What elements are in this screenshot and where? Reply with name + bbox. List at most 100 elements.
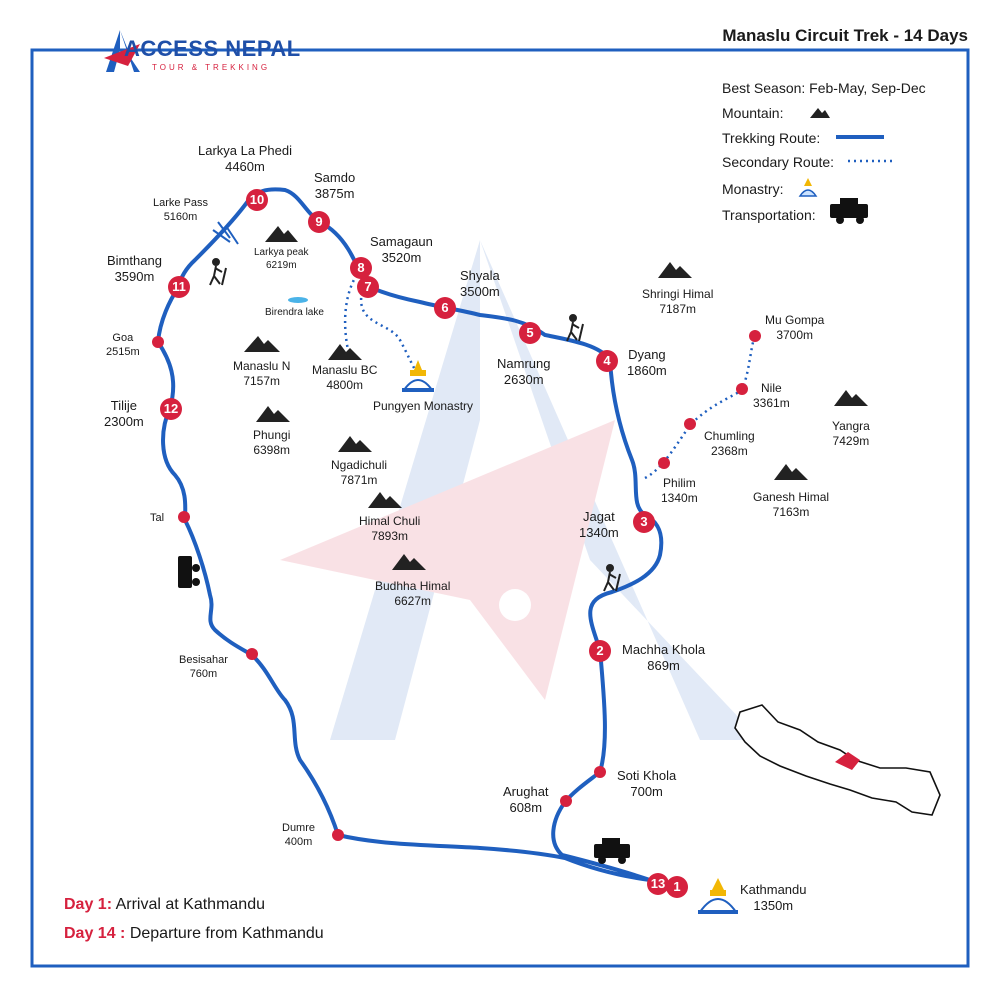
page-title: Manaslu Circuit Trek - 14 Days [722, 26, 968, 45]
logo: ACCESS NEPAL TOUR & TREKKING [106, 28, 300, 78]
stop-11-pin: 11 [168, 276, 190, 298]
logo-tagline: TOUR & TREKKING [152, 63, 271, 72]
stop-9-pin: 9 [308, 211, 330, 233]
stop-7-pin: 7 [357, 276, 379, 298]
logo-mark [104, 30, 140, 72]
stop-8-pin: 8 [350, 257, 372, 279]
arughat-dot [560, 795, 572, 807]
mountain-icon [392, 554, 426, 570]
legend-trekking-route: Trekking Route: [722, 130, 821, 146]
nile-dot [736, 383, 748, 395]
stop-4-pin: 4 [596, 350, 618, 372]
itinerary-day-14: Day 14 : Departure from Kathmandu [64, 925, 324, 942]
stop-1-pin: 1 [666, 876, 688, 898]
legend-mountain-icon [810, 108, 830, 118]
soti-khola-dot [594, 766, 606, 778]
stop-5-pin: 5 [519, 322, 541, 344]
mu-gompa-dot [749, 330, 761, 342]
itinerary-day-1: Day 1: Arrival at Kathmandu [64, 896, 265, 913]
mountain-icon [834, 390, 868, 406]
trekking-route [155, 187, 669, 890]
jeep-icon-legend [830, 198, 868, 224]
legend-season: Best Season: Feb-May, Sep-Dec [722, 80, 926, 96]
jeep-icon-tal [178, 556, 200, 588]
besisahar-dot [246, 648, 258, 660]
dumre-dot [332, 829, 344, 841]
mountain-icon [368, 492, 402, 508]
chumling-dot [684, 418, 696, 430]
stupa-icon-kathmandu [698, 878, 738, 914]
label-birendra-lake: Birendra lake [265, 307, 324, 318]
hiker-icon [566, 314, 584, 342]
label-tal: Tal [150, 512, 165, 524]
stop-2-pin: 2 [589, 640, 611, 662]
mountain-icon [658, 262, 692, 278]
mountain-icon [338, 436, 372, 452]
map-frame [30, 48, 970, 968]
mountain-icons [244, 226, 868, 570]
logo-name: ACCESS NEPAL [124, 36, 301, 61]
lake-icon [288, 297, 308, 303]
mountain-icon [244, 336, 280, 352]
label-pungyen-monastry: Pungyen Monastry [373, 399, 474, 413]
hiker-icons [209, 258, 621, 592]
pass-icon [212, 221, 239, 245]
legend-mountain: Mountain: [722, 105, 784, 121]
stupa-icon-legend [798, 178, 818, 197]
mountain-icon [328, 344, 362, 360]
stop-13-pin: 13 [647, 873, 669, 895]
mountain-icon [265, 226, 298, 242]
watermark-logo [280, 240, 760, 740]
goa-dot [152, 336, 164, 348]
mountain-icon [256, 406, 290, 422]
hiker-icon [209, 258, 227, 286]
stop-12-pin: 12 [160, 398, 182, 420]
stop-10-pin: 10 [246, 189, 268, 211]
tal-dot [178, 511, 190, 523]
stupa-icon-pungyen [402, 360, 434, 392]
secondary-route-pungyen [359, 291, 420, 376]
philim-dot [658, 457, 670, 469]
mountain-icon [774, 464, 808, 480]
legend-transportation: Transportation: [722, 207, 816, 223]
nepal-inset-map [734, 704, 941, 816]
legend-secondary-route: Secondary Route: [722, 154, 835, 170]
jeep-icon-dumre [594, 838, 630, 864]
stop-3-pin: 3 [633, 511, 655, 533]
hiker-icon [603, 564, 621, 592]
stop-6-pin: 6 [434, 297, 456, 319]
legend-monastery: Monastry: [722, 181, 784, 197]
